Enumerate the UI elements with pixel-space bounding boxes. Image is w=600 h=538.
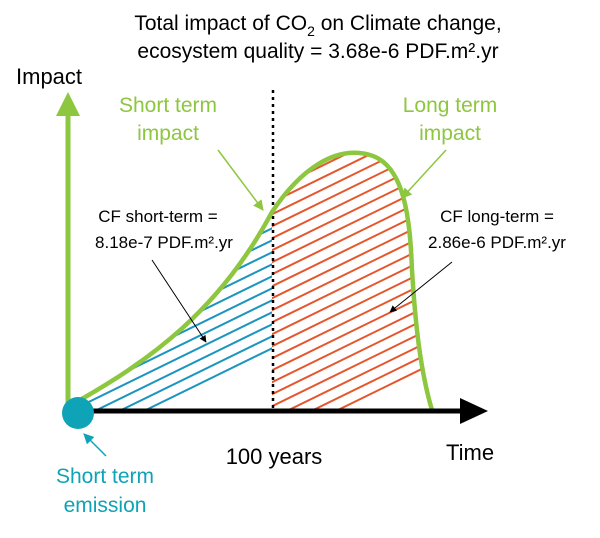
long-term-hatch-line — [272, 257, 432, 357]
short-term-hatch-line — [80, 289, 272, 405]
y-axis-arrowhead — [56, 92, 80, 116]
short-term-hatch-line — [80, 212, 272, 249]
cf-short-term-pointer — [151, 259, 207, 343]
x-axis-arrowhead — [460, 398, 488, 424]
cf-long-term-pointer — [389, 261, 453, 313]
short-term-impact-pointer — [217, 149, 264, 211]
short-term-hatch-area — [60, 63, 292, 410]
x-axis-label: Time — [446, 440, 494, 465]
long-term-hatch-line — [272, 209, 432, 309]
cf-long-term-label-line1: CF long-term = — [440, 207, 554, 226]
short-term-hatch-line — [60, 63, 292, 176]
emission-pointer — [83, 433, 107, 457]
diagram-title-line2: ecosystem quality = 3.68e-6 PDF.m².yr — [137, 40, 498, 63]
short-term-hatch-line — [80, 301, 272, 410]
diagram-title-line1: Total impact of CO2 on Climate change, — [134, 12, 501, 39]
hundred-years-label: 100 years — [226, 444, 323, 469]
long-term-hatch-line — [272, 245, 432, 345]
short-term-hatch-line — [80, 253, 272, 369]
cf-short-term-label-line2: 8.18e-7 PDF.m².yr — [95, 233, 233, 252]
emission-label-line1: Short term — [56, 465, 154, 488]
long-term-hatch-line — [272, 197, 432, 297]
long-term-hatch-line — [272, 152, 432, 225]
cf-long-term-label-line2: 2.86e-6 PDF.m².yr — [428, 233, 566, 252]
short-term-hatch-line — [80, 241, 272, 357]
cf-short-term-label-line1: CF short-term = — [98, 207, 218, 226]
long-term-hatch-line — [272, 233, 432, 333]
long-term-impact-label-line2: impact — [419, 122, 481, 145]
long-term-impact-pointer — [401, 149, 447, 199]
y-axis-label: Impact — [16, 64, 82, 89]
long-term-hatch-area — [272, 152, 432, 410]
emission-label-line2: emission — [64, 494, 147, 517]
long-term-hatch-line — [272, 353, 432, 410]
long-term-impact-label-line1: Long term — [403, 94, 498, 117]
short-term-impact-label-line2: impact — [137, 122, 199, 145]
short-term-impact-label-line1: Short term — [119, 94, 217, 117]
short-term-hatch-line — [80, 337, 272, 410]
short-term-hatch-line — [80, 212, 272, 285]
impact-curve — [77, 150, 435, 413]
long-term-hatch-line — [272, 221, 432, 321]
long-term-hatch-line — [272, 173, 432, 273]
short-term-hatch-line — [80, 325, 272, 410]
emission-dot — [62, 397, 94, 429]
short-term-hatch-line — [80, 265, 272, 381]
